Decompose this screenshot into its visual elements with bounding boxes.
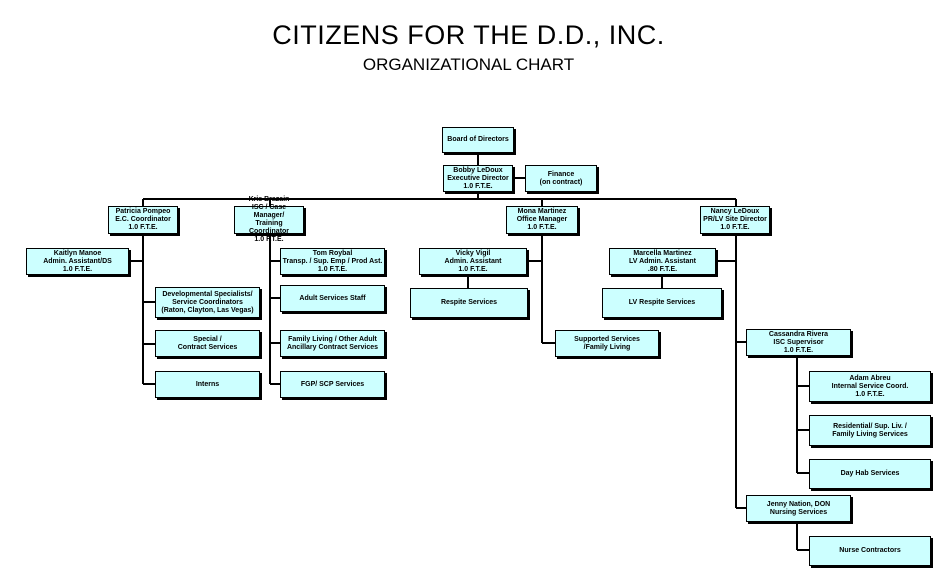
- ec-coordinator-box: Patricia Pompeo E.C. Coordinator 1.0 F.T…: [108, 206, 178, 234]
- day-hab-services-box: Day Hab Services: [809, 459, 931, 489]
- admin-assistant-ds-box: Kaitlyn Manoe Admin. Assistant/DS 1.0 F.…: [26, 248, 129, 275]
- nursing-services-box: Jenny Nation, DON Nursing Services: [746, 495, 851, 522]
- isc-supervisor-box: Cassandra Rivera ISC Supervisor 1.0 F.T.…: [746, 329, 851, 356]
- internal-service-coord-box: Adam Abreu Internal Service Coord. 1.0 F…: [809, 371, 931, 402]
- respite-services-box: Respite Services: [410, 288, 528, 318]
- family-living-adult-box: Family Living / Other Adult Ancillary Co…: [280, 330, 385, 357]
- case-manager-box: Kris Brazain ISC / Case Manager/ Trainin…: [234, 196, 304, 243]
- nurse-contractors-box: Nurse Contractors: [809, 536, 931, 566]
- chart-title: CITIZENS FOR THE D.D., INC.: [272, 20, 665, 50]
- adult-services-staff-box: Adult Services Staff: [280, 285, 385, 312]
- board-of-directors-box: Board of Directors: [442, 127, 514, 153]
- admin-assistant-box: Vicky Vigil Admin. Assistant 1.0 F.T.E.: [419, 248, 527, 275]
- lv-respite-services-box: LV Respite Services: [602, 288, 722, 318]
- office-manager-box: Mona Martinez Office Manager 1.0 F.T.E.: [506, 206, 578, 234]
- site-director-box: Nancy LeDoux PR/LV Site Director 1.0 F.T…: [700, 206, 770, 234]
- transportation-box: Tom Roybal Transp. / Sup. Emp / Prod Ast…: [280, 248, 385, 275]
- lv-admin-assistant-box: Marcella Martinez LV Admin. Assistant .8…: [609, 248, 716, 275]
- interns-box: Interns: [155, 371, 260, 398]
- executive-director-box: Bobby LeDoux Executive Director 1.0 F.T.…: [443, 165, 513, 192]
- residential-services-box: Residential/ Sup. Liv. / Family Living S…: [809, 415, 931, 446]
- special-contract-services-box: Special / Contract Services: [155, 330, 260, 357]
- developmental-specialists-box: Developmental Specialists/ Service Coord…: [155, 287, 260, 318]
- chart-subtitle: ORGANIZATIONAL CHART: [362, 55, 575, 74]
- finance-box: Finance (on contract): [525, 165, 597, 192]
- supported-services-box: Supported Services /Family Living: [555, 330, 659, 357]
- fgp-scp-services-box: FGP/ SCP Services: [280, 371, 385, 398]
